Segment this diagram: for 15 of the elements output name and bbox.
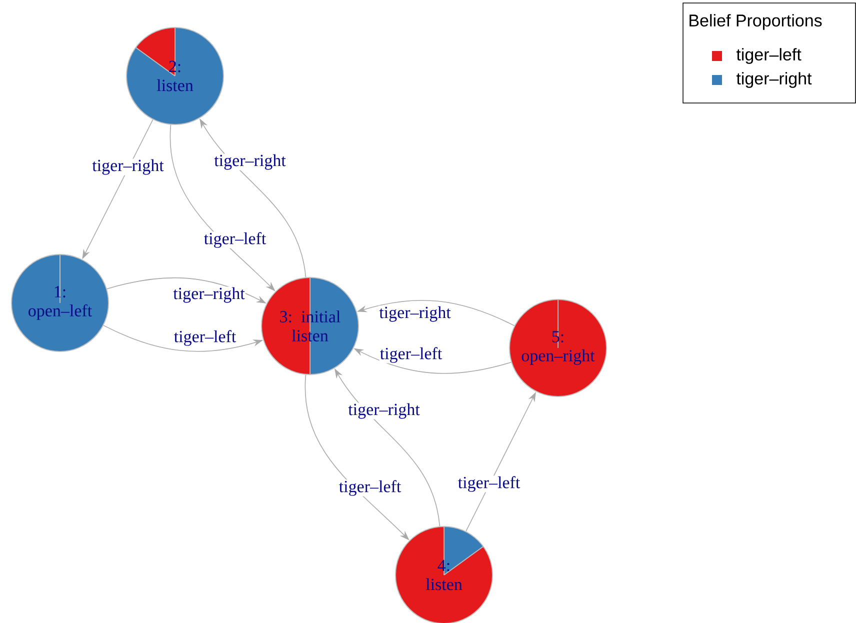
legend-label: tiger–right [736,72,812,88]
edge-label: tiger–left [338,480,402,496]
edge-label: tiger–left [457,476,521,492]
edge-label: tiger–right [92,158,164,176]
pie-node: 4: listen [395,526,493,623]
edge-label: tiger–left [203,232,267,248]
edge-label: tiger–right [172,286,246,304]
legend-title: Belief Proportions [690,14,822,30]
pie-node: 2: listen [126,27,224,125]
edge-label: tiger–right [214,154,286,170]
edge-label: tiger–left [173,330,237,346]
legend-label: tiger–left [736,48,802,64]
edge-label: tiger–right [348,402,420,420]
edge-label: tiger–right [378,306,452,322]
edge-label: tiger–left [379,346,443,364]
